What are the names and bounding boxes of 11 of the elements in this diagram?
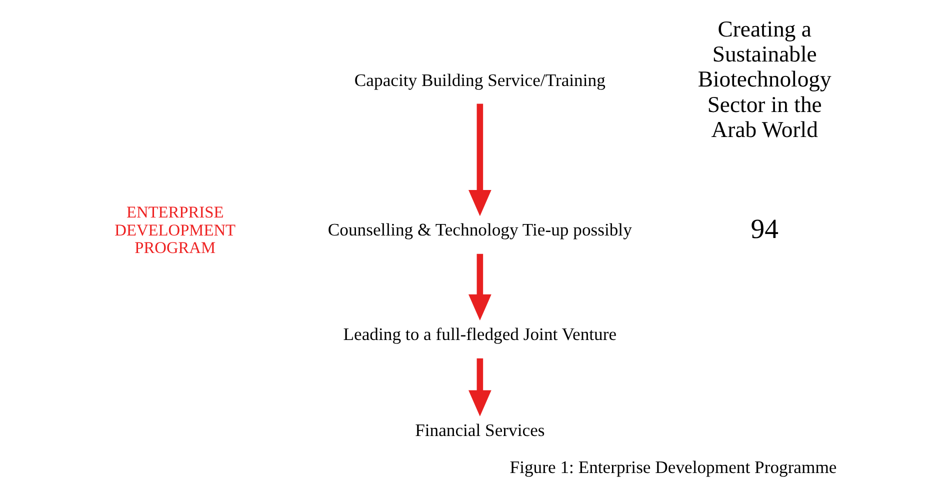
node-text: Leading to a full-fledged Joint Venture <box>342 324 616 344</box>
node-text: Financial Services <box>414 420 544 440</box>
node-text: Counselling & Technology Tie-up possibly <box>327 220 632 240</box>
arrow <box>468 358 491 416</box>
arrow <box>468 104 491 216</box>
label: 94 <box>750 213 778 244</box>
node-text: Capacity Building Service/Training <box>354 70 605 90</box>
arrow <box>468 254 491 321</box>
label: ENTERPRISE DEVELOPMENT PROGRAM <box>114 202 236 257</box>
label: Creating a Sustainable Biotechnology Sector in the Arab World <box>697 16 831 142</box>
caption: Figure 1: Enterprise Development Programme <box>509 457 836 478</box>
